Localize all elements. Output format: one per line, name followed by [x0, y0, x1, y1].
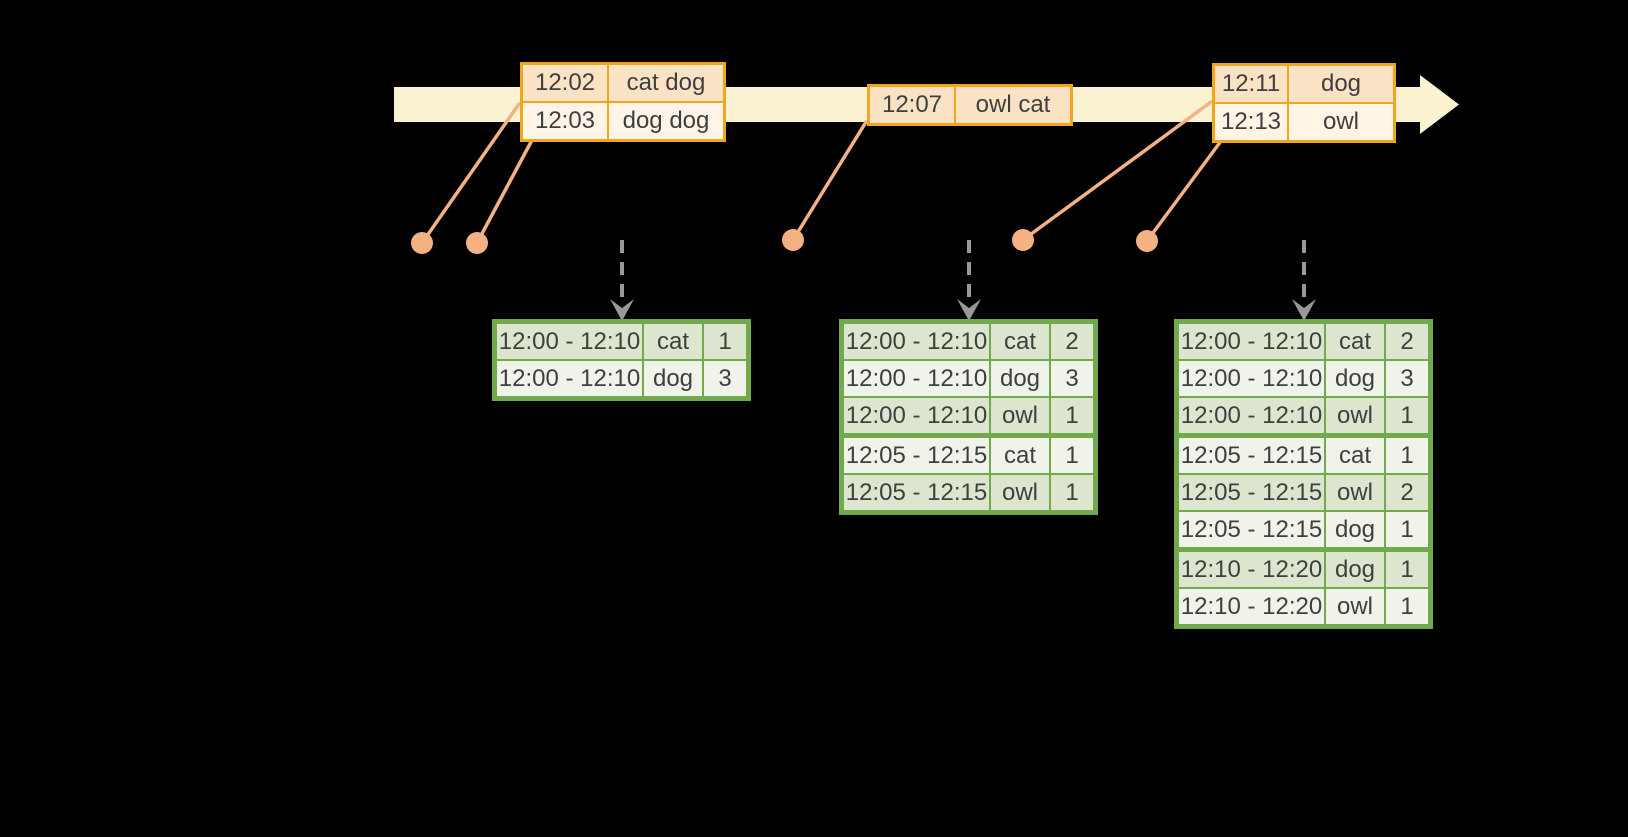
event-dot	[466, 232, 488, 254]
trigger-arrowhead-icon	[610, 299, 634, 321]
count-cell: 1	[1386, 552, 1428, 587]
window-cell: 12:00 - 12:10	[844, 324, 989, 359]
window-cell: 12:00 - 12:10	[1179, 398, 1324, 433]
connector-line	[791, 120, 868, 242]
window-cell: 12:05 - 12:15	[844, 475, 989, 510]
window-cell: 12:00 - 12:10	[1179, 361, 1324, 396]
count-cell: 3	[1386, 361, 1428, 396]
trigger-arrowheads	[610, 299, 1316, 321]
result-table-2: 12:00 - 12:10 cat 2 12:00 - 12:10 dog 3 …	[839, 319, 1098, 515]
event-dots	[411, 229, 1158, 254]
event-words: dog dog	[609, 103, 723, 139]
count-cell: 3	[1051, 361, 1093, 396]
event-row: 12:11 dog	[1215, 66, 1393, 102]
word-cell: owl	[991, 398, 1049, 433]
word-cell: dog	[644, 361, 702, 396]
event-dot	[1012, 229, 1034, 251]
table-row: 12:05 - 12:15 owl 2	[1179, 475, 1428, 510]
timeline-event-box-1: 12:02 cat dog 12:03 dog dog	[520, 62, 726, 142]
table-row: 12:05 - 12:15 owl 1	[844, 475, 1093, 510]
word-cell: dog	[1326, 512, 1384, 547]
event-dot	[1136, 230, 1158, 252]
window-cell: 12:00 - 12:10	[497, 324, 642, 359]
window-cell: 12:05 - 12:15	[1179, 475, 1324, 510]
count-cell: 1	[1386, 438, 1428, 473]
count-cell: 1	[1051, 398, 1093, 433]
table-row: 12:00 - 12:10 owl 1	[844, 398, 1093, 433]
table-row: 12:00 - 12:10 cat 2	[844, 324, 1093, 359]
event-time: 12:11	[1215, 66, 1287, 102]
word-cell: dog	[991, 361, 1049, 396]
event-row: 12:02 cat dog	[523, 65, 723, 101]
result-table-1: 12:00 - 12:10 cat 1 12:00 - 12:10 dog 3	[492, 319, 751, 401]
count-cell: 2	[1386, 475, 1428, 510]
count-cell: 1	[704, 324, 746, 359]
event-time: 12:03	[523, 103, 607, 139]
table-row: 12:00 - 12:10 cat 2	[1179, 324, 1428, 359]
result-table-3: 12:00 - 12:10 cat 2 12:00 - 12:10 dog 3 …	[1174, 319, 1433, 629]
word-cell: cat	[1326, 324, 1384, 359]
word-cell: dog	[1326, 552, 1384, 587]
word-cell: dog	[1326, 361, 1384, 396]
event-words: owl	[1289, 104, 1393, 140]
window-cell: 12:00 - 12:10	[1179, 324, 1324, 359]
event-words: owl cat	[956, 87, 1070, 123]
word-cell: owl	[1326, 589, 1384, 624]
event-row: 12:07 owl cat	[870, 87, 1070, 123]
window-cell: 12:05 - 12:15	[844, 438, 989, 473]
table-row: 12:00 - 12:10 owl 1	[1179, 398, 1428, 433]
window-cell: 12:10 - 12:20	[1179, 589, 1324, 624]
count-cell: 1	[1386, 398, 1428, 433]
event-time: 12:13	[1215, 104, 1287, 140]
count-cell: 2	[1386, 324, 1428, 359]
table-row: 12:00 - 12:10 cat 1	[497, 324, 746, 359]
event-dot	[411, 232, 433, 254]
event-words: cat dog	[609, 65, 723, 101]
table-row: 12:05 - 12:15 cat 1	[844, 435, 1093, 473]
event-words: dog	[1289, 66, 1393, 102]
event-row: 12:03 dog dog	[523, 103, 723, 139]
table-row: 12:05 - 12:15 dog 1	[1179, 512, 1428, 547]
trigger-arrowhead-icon	[1292, 299, 1316, 321]
trigger-arrows	[620, 240, 1306, 301]
event-time: 12:07	[870, 87, 954, 123]
event-dot	[782, 229, 804, 251]
table-row: 12:00 - 12:10 dog 3	[1179, 361, 1428, 396]
connector-line	[1021, 100, 1213, 242]
window-cell: 12:00 - 12:10	[497, 361, 642, 396]
timeline-event-box-3: 12:11 dog 12:13 owl	[1212, 63, 1396, 143]
count-cell: 3	[704, 361, 746, 396]
count-cell: 1	[1051, 438, 1093, 473]
window-cell: 12:10 - 12:20	[1179, 552, 1324, 587]
table-row: 12:05 - 12:15 cat 1	[1179, 435, 1428, 473]
count-cell: 1	[1051, 475, 1093, 510]
table-row: 12:00 - 12:10 dog 3	[844, 361, 1093, 396]
window-cell: 12:05 - 12:15	[1179, 438, 1324, 473]
word-cell: owl	[1326, 398, 1384, 433]
word-cell: cat	[991, 438, 1049, 473]
word-cell: cat	[1326, 438, 1384, 473]
word-cell: cat	[644, 324, 702, 359]
table-row: 12:00 - 12:10 dog 3	[497, 361, 746, 396]
event-time: 12:02	[523, 65, 607, 101]
table-row: 12:10 - 12:20 dog 1	[1179, 549, 1428, 587]
word-cell: owl	[1326, 475, 1384, 510]
window-cell: 12:00 - 12:10	[844, 361, 989, 396]
trigger-arrowhead-icon	[957, 299, 981, 321]
event-connector-lines	[420, 100, 1223, 245]
event-row: 12:13 owl	[1215, 104, 1393, 140]
count-cell: 2	[1051, 324, 1093, 359]
connector-line	[420, 102, 521, 245]
count-cell: 1	[1386, 512, 1428, 547]
timeline-arrowhead-icon	[1420, 75, 1459, 134]
timeline-event-box-2: 12:07 owl cat	[867, 84, 1073, 126]
connector-line	[1145, 139, 1223, 243]
window-cell: 12:05 - 12:15	[1179, 512, 1324, 547]
count-cell: 1	[1386, 589, 1428, 624]
word-cell: owl	[991, 475, 1049, 510]
connector-line	[475, 140, 533, 245]
word-cell: cat	[991, 324, 1049, 359]
window-cell: 12:00 - 12:10	[844, 398, 989, 433]
table-row: 12:10 - 12:20 owl 1	[1179, 589, 1428, 624]
